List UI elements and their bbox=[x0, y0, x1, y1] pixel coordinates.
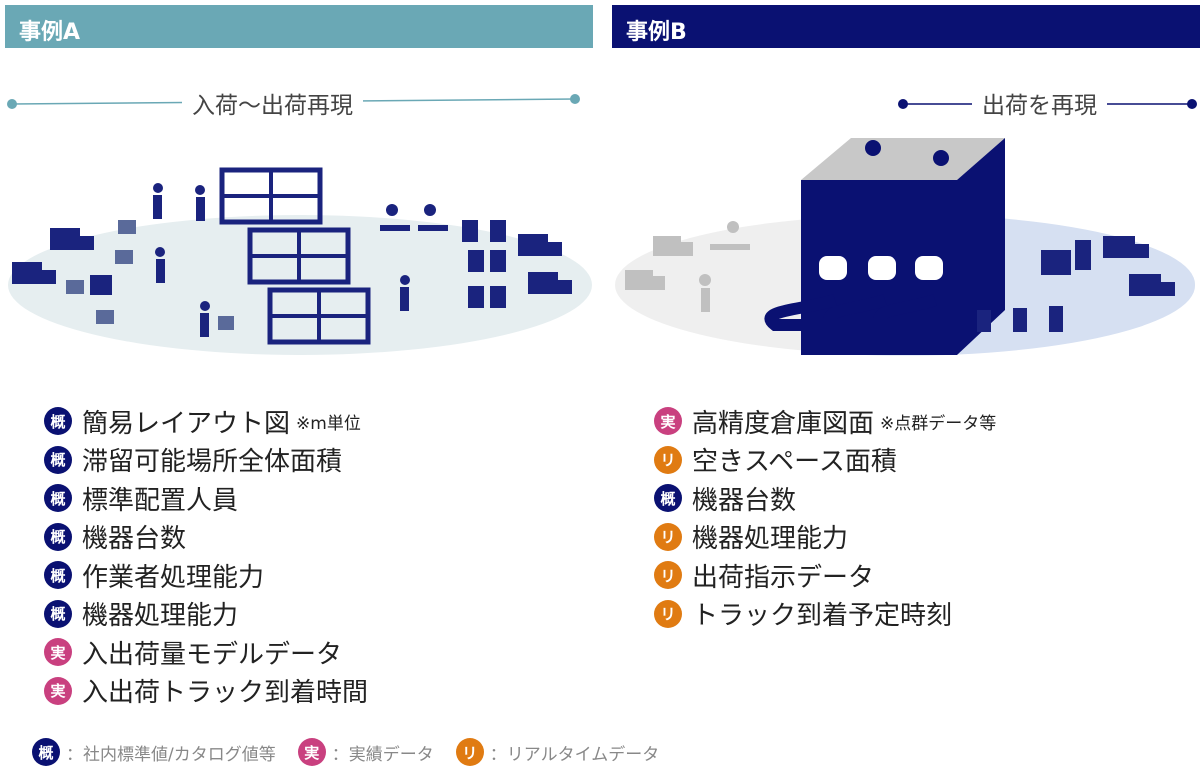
badge-icon: 概 bbox=[44, 561, 72, 590]
badge-icon: 概 bbox=[44, 522, 72, 551]
truck-icon bbox=[518, 234, 562, 256]
item-label: 入出荷量モデルデータ bbox=[82, 639, 343, 670]
legend-badge-icon: 概 bbox=[32, 738, 60, 766]
badge-icon: 実 bbox=[654, 407, 682, 436]
badge-icon: 実 bbox=[44, 676, 72, 705]
list-item: 概滞留可能場所全体面積 bbox=[44, 441, 368, 480]
item-label: 出荷指示データ bbox=[692, 562, 875, 593]
legend: 概 ：社内標準値/カタログ値等実：実績データリ：リアルタイムデータ bbox=[32, 738, 681, 766]
item-note: ※m単位 bbox=[296, 413, 361, 434]
truck-icon bbox=[1129, 274, 1175, 296]
truck-icon bbox=[12, 262, 56, 284]
item-note: ※点群データ等 bbox=[880, 413, 997, 434]
legend-label: ：実績データ bbox=[331, 744, 434, 765]
item-label: 機器台数 bbox=[692, 485, 797, 516]
item-label: 機器処理能力 bbox=[82, 601, 239, 632]
legend-badge-icon: 実 bbox=[297, 738, 326, 766]
list-item: 実入出荷トラック到着時間 bbox=[44, 672, 368, 711]
worker-icon bbox=[200, 301, 210, 337]
badge-icon: リ bbox=[654, 561, 682, 590]
forklift-icon bbox=[1041, 240, 1091, 275]
list-item: 概簡易レイアウト図※m単位 bbox=[44, 402, 368, 441]
rack-icon bbox=[267, 287, 371, 345]
legend-label: ：社内標準値/カタログ値等 bbox=[66, 744, 276, 765]
badge-icon: 実 bbox=[44, 638, 72, 667]
list-item: リ出荷指示データ bbox=[654, 556, 996, 595]
cart-icon bbox=[977, 306, 1063, 332]
forklift-icon bbox=[90, 275, 112, 295]
rack-icon bbox=[247, 227, 351, 285]
worker-icon bbox=[153, 183, 163, 219]
list-item: 実高精度倉庫図面※点群データ等 bbox=[654, 402, 996, 441]
truck-icon bbox=[528, 272, 572, 294]
item-label: トラック到着予定時刻 bbox=[692, 601, 953, 632]
badge-icon: リ bbox=[654, 599, 682, 628]
list-item: 概機器台数 bbox=[654, 479, 996, 518]
cart-icon bbox=[462, 220, 506, 308]
case-b-subtitle: 出荷を再現 bbox=[972, 86, 1107, 120]
rack-icon bbox=[219, 167, 323, 225]
legend-badge-icon: リ bbox=[455, 738, 484, 766]
list-item: 概標準配置人員 bbox=[44, 479, 368, 518]
conveyor bbox=[764, 294, 965, 331]
item-label: 標準配置人員 bbox=[82, 485, 239, 516]
desk-worker-icon bbox=[380, 204, 448, 231]
truck-icon bbox=[50, 228, 94, 250]
list-item: リ機器処理能力 bbox=[654, 518, 996, 557]
worker-icon bbox=[195, 185, 205, 221]
greyed-elements bbox=[625, 221, 750, 312]
case-a-header: 事例A bbox=[5, 5, 593, 48]
list-item: 概機器処理能力 bbox=[44, 595, 368, 634]
badge-icon: 概 bbox=[44, 484, 72, 513]
worker-icon bbox=[155, 247, 165, 283]
case-a-subtitle: 入荷〜出荷再現 bbox=[182, 86, 363, 120]
item-label: 簡易レイアウト図 bbox=[82, 408, 291, 439]
case-b-data-list: 実高精度倉庫図面※点群データ等リ空きスペース面積概機器台数リ機器処理能力リ出荷指… bbox=[654, 402, 996, 633]
badge-icon: リ bbox=[654, 522, 682, 551]
item-label: 入出荷トラック到着時間 bbox=[82, 678, 369, 709]
truck-icon bbox=[1103, 236, 1149, 258]
item-label: 空きスペース面積 bbox=[692, 447, 897, 478]
badge-icon: 概 bbox=[654, 484, 682, 513]
robot-arm-icon bbox=[865, 140, 949, 166]
list-item: 概作業者処理能力 bbox=[44, 556, 368, 595]
legend-label: ：リアルタイムデータ bbox=[489, 744, 660, 765]
item-label: 機器処理能力 bbox=[692, 524, 849, 555]
case-a-illustration bbox=[8, 167, 592, 355]
badge-icon: リ bbox=[654, 445, 682, 474]
item-label: 滞留可能場所全体面積 bbox=[82, 447, 343, 478]
list-item: リ空きスペース面積 bbox=[654, 441, 996, 480]
box-pallet-icon bbox=[66, 220, 234, 330]
item-label: 機器台数 bbox=[82, 524, 187, 555]
list-item: 実入出荷量モデルデータ bbox=[44, 633, 368, 672]
badge-icon: 概 bbox=[44, 599, 72, 628]
badge-icon: 概 bbox=[44, 445, 72, 474]
warehouse-roof bbox=[801, 138, 1005, 180]
badge-icon: 概 bbox=[44, 407, 72, 436]
list-item: 概機器台数 bbox=[44, 518, 368, 557]
item-label: 作業者処理能力 bbox=[82, 562, 265, 593]
worker-icon bbox=[400, 275, 410, 311]
case-b-illustration bbox=[615, 138, 1196, 356]
case-a-data-list: 概簡易レイアウト図※m単位概滞留可能場所全体面積概標準配置人員概機器台数概作業者… bbox=[44, 402, 368, 710]
item-label: 高精度倉庫図面 bbox=[692, 408, 875, 439]
case-b-header: 事例B bbox=[612, 5, 1200, 48]
list-item: リトラック到着予定時刻 bbox=[654, 595, 996, 634]
